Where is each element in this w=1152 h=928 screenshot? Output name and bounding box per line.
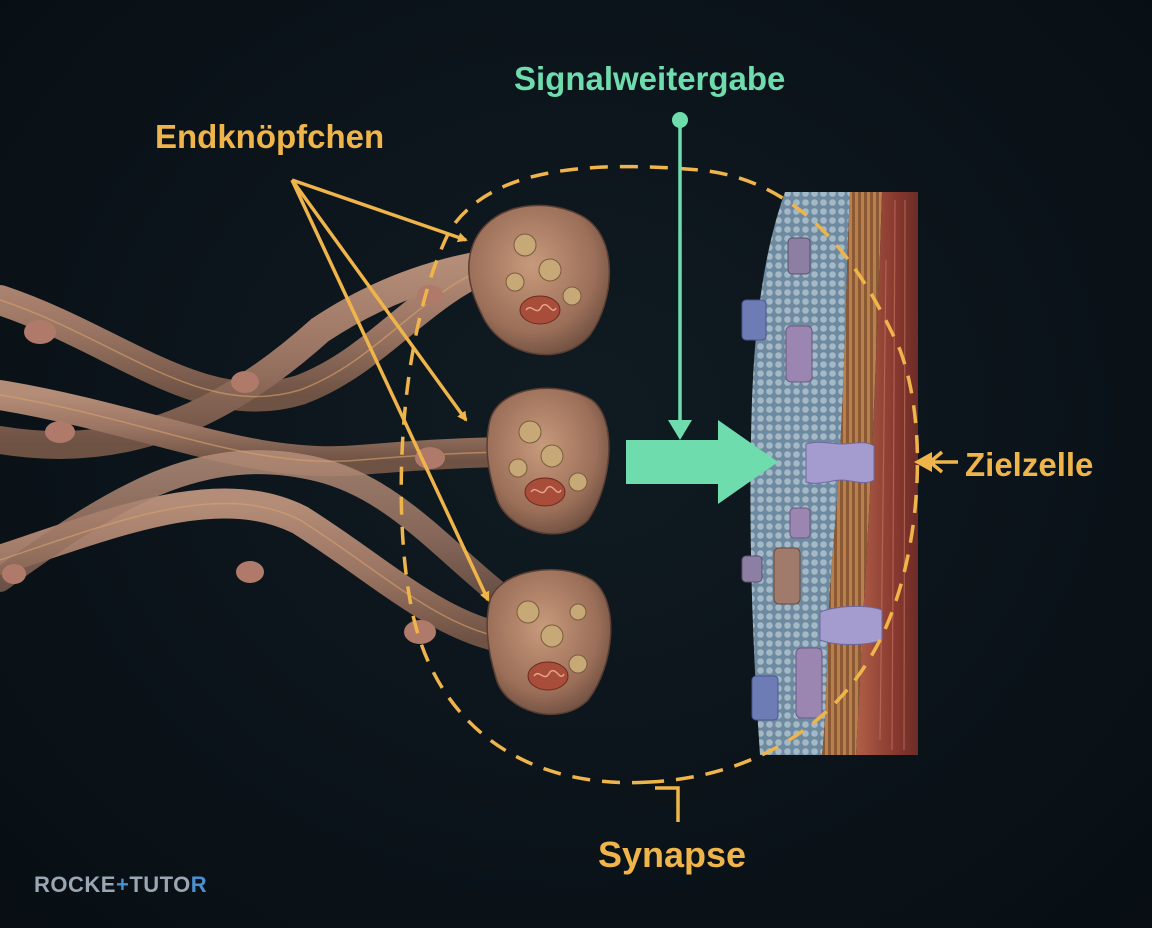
brand-logo: ROCKE+TUTOR — [34, 872, 207, 898]
terminal-bouton-bottom — [486, 568, 612, 716]
label-terminal-buttons: Endknöpfchen — [155, 118, 385, 155]
terminal-bouton-middle — [486, 387, 610, 535]
axon-group — [0, 247, 535, 655]
logo-part-1: ROCKE — [34, 872, 116, 897]
signal-arrow — [626, 420, 778, 504]
logo-part-2: + — [115, 872, 130, 897]
synapse-outline — [399, 164, 920, 785]
target-cell-membrane — [741, 192, 918, 755]
axon-bottom-2 — [0, 450, 532, 622]
signal-pointer — [668, 112, 692, 440]
synapse-bracket — [655, 786, 680, 822]
callout-arrows-terminal-buttons — [290, 178, 490, 602]
logo-part-3: TUTO — [129, 872, 191, 897]
label-target-cell: Zielzelle — [965, 446, 1094, 483]
logo-part-4: R — [190, 872, 208, 897]
label-signal-transmission: Signalweitergabe — [514, 60, 786, 97]
label-synapse: Synapse — [598, 834, 747, 875]
target-cell-pointer — [928, 450, 958, 474]
terminal-bouton-top — [468, 204, 611, 356]
